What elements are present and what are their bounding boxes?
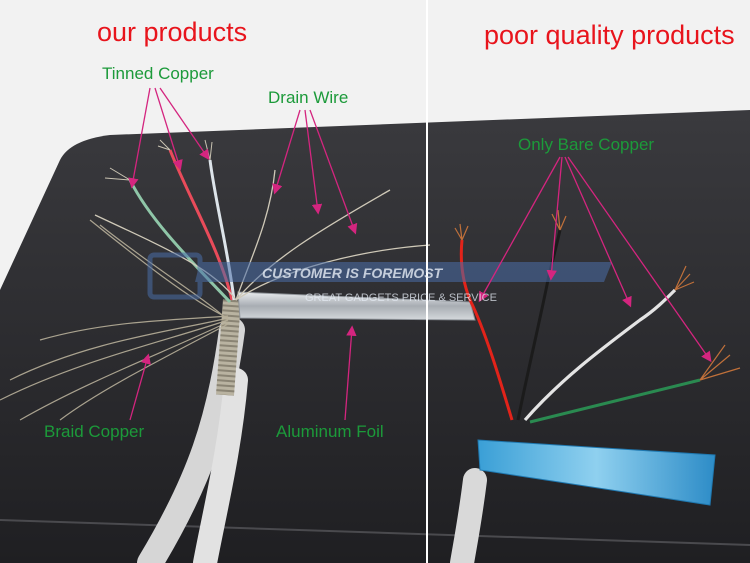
black-pad	[0, 110, 750, 563]
watermark	[147, 252, 612, 300]
right-black-wire	[516, 229, 562, 421]
right-green-wire	[529, 378, 701, 424]
label-tinned-copper: Tinned Copper	[102, 64, 214, 83]
heading-poor-quality-products: poor quality products	[484, 20, 735, 50]
label-drain-wire: Drain Wire	[268, 88, 349, 107]
bare-copper-tips	[454, 209, 741, 381]
green-wire	[128, 179, 232, 304]
braid-strands	[0, 219, 229, 421]
right-white-wire	[523, 288, 677, 422]
center-divider	[426, 0, 428, 563]
aluminum-foil	[237, 291, 476, 321]
annotation-arrows	[128, 87, 712, 421]
label-only-bare-copper: Only Bare Copper	[518, 135, 655, 154]
watermark-line2: GREAT GADGETS PRICE & SERVICE	[305, 292, 497, 304]
heading-our-products: our products	[97, 17, 248, 47]
white-wire	[208, 159, 236, 301]
pad-edge	[0, 519, 750, 546]
watermark-line1: CUSTOMER IS FOREMOST	[262, 265, 443, 281]
label-aluminum-foil: Aluminum Foil	[276, 422, 384, 441]
tinned-tips	[104, 139, 213, 181]
label-braid-copper: Braid Copper	[44, 422, 145, 441]
blue-foil	[477, 439, 716, 506]
left-cable-b	[193, 368, 248, 563]
right-cable	[450, 468, 487, 563]
